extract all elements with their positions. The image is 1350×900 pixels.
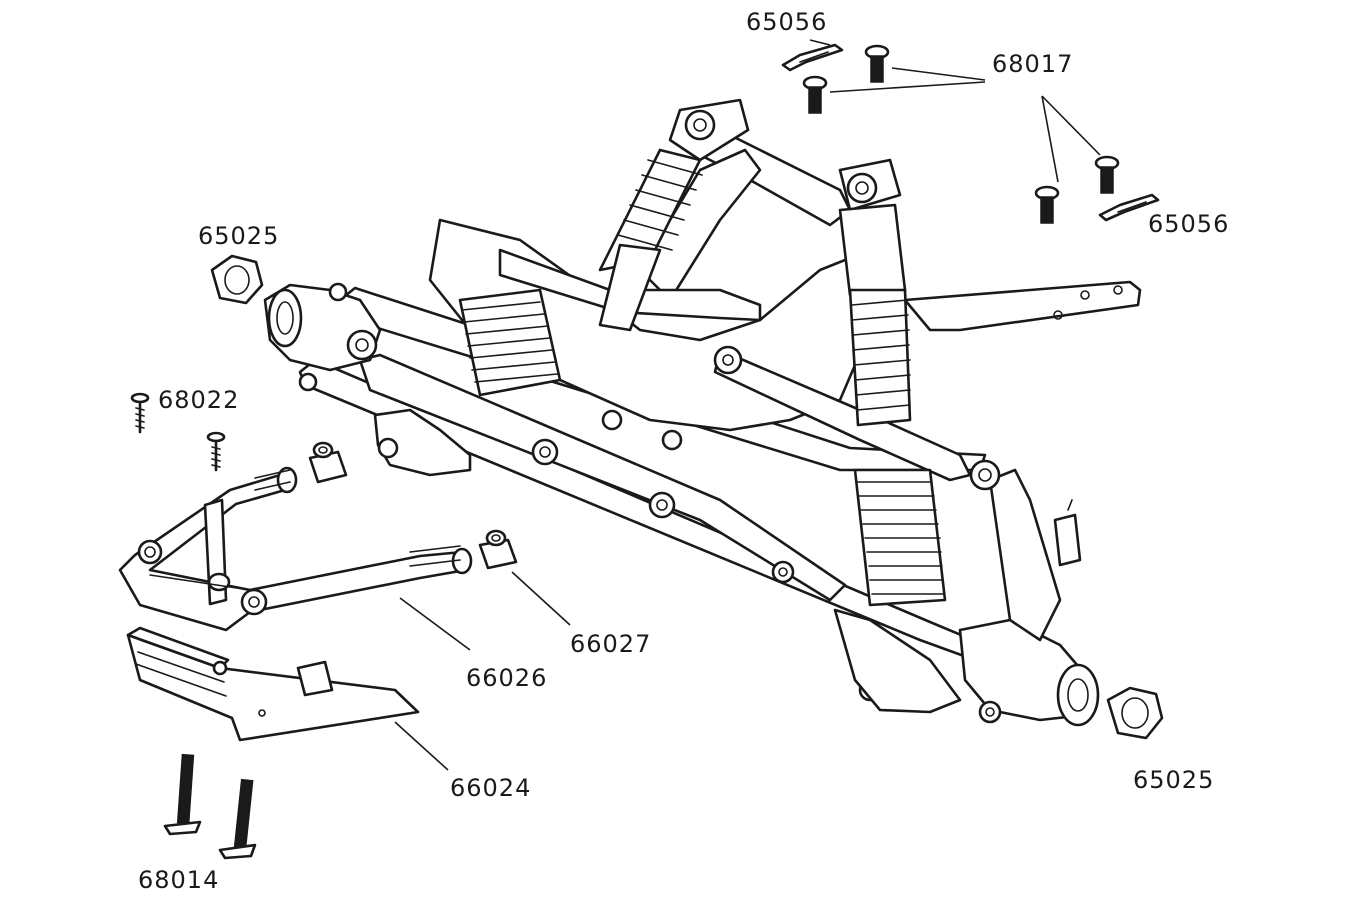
upper-a-arm <box>498 248 762 322</box>
collar-lower <box>478 529 518 570</box>
steering-post <box>1053 513 1082 567</box>
skid-plate <box>126 626 420 742</box>
chassis-rear-plate <box>903 280 1142 332</box>
leader-lines <box>394 39 1101 771</box>
label-65025-right: 65025 <box>1133 766 1214 794</box>
screw-68017-d <box>1034 185 1060 224</box>
screw-68014-a <box>163 753 202 836</box>
rear-bulkhead <box>833 608 962 714</box>
chassis-center-brace <box>358 353 847 602</box>
hinge-pin-clip-top <box>781 43 844 72</box>
screw-68017-a <box>864 44 890 83</box>
part-number-labels: 65056 68017 65056 65025 68022 66027 6602… <box>138 8 1229 894</box>
shock-spring-right <box>853 468 947 607</box>
shock-mount-screws <box>802 44 1120 224</box>
right-hub <box>958 459 1100 727</box>
label-66024: 66024 <box>450 774 531 802</box>
screw-68022-a <box>130 392 150 434</box>
label-68014: 68014 <box>138 866 219 894</box>
label-65025-left: 65025 <box>198 222 279 250</box>
shock-absorber-rear <box>838 158 912 427</box>
bumper-brace <box>118 466 473 632</box>
label-65056-right: 65056 <box>1148 210 1229 238</box>
screw-68017-c <box>1094 155 1120 194</box>
shock-spring-left <box>458 288 562 397</box>
wheel-nut-right <box>1106 686 1164 740</box>
label-65056-top: 65056 <box>746 8 827 36</box>
label-68022: 68022 <box>158 386 239 414</box>
hinge-pin-clip-right <box>1098 193 1160 222</box>
screw-68017-b <box>802 75 828 114</box>
label-68017: 68017 <box>992 50 1073 78</box>
front-suspension-assembly <box>263 98 1142 727</box>
collar-upper <box>308 441 348 484</box>
screw-68022-b <box>206 431 226 472</box>
left-hub <box>263 283 382 372</box>
wheel-nut-left <box>210 254 264 305</box>
bumper-brace-collars <box>308 441 518 570</box>
shock-absorber-front <box>598 98 750 332</box>
label-66027: 66027 <box>570 630 651 658</box>
screw-68014-b <box>218 778 257 860</box>
skid-plate-screws <box>163 753 257 860</box>
label-66026: 66026 <box>466 664 547 692</box>
bumper-screws <box>130 392 226 472</box>
